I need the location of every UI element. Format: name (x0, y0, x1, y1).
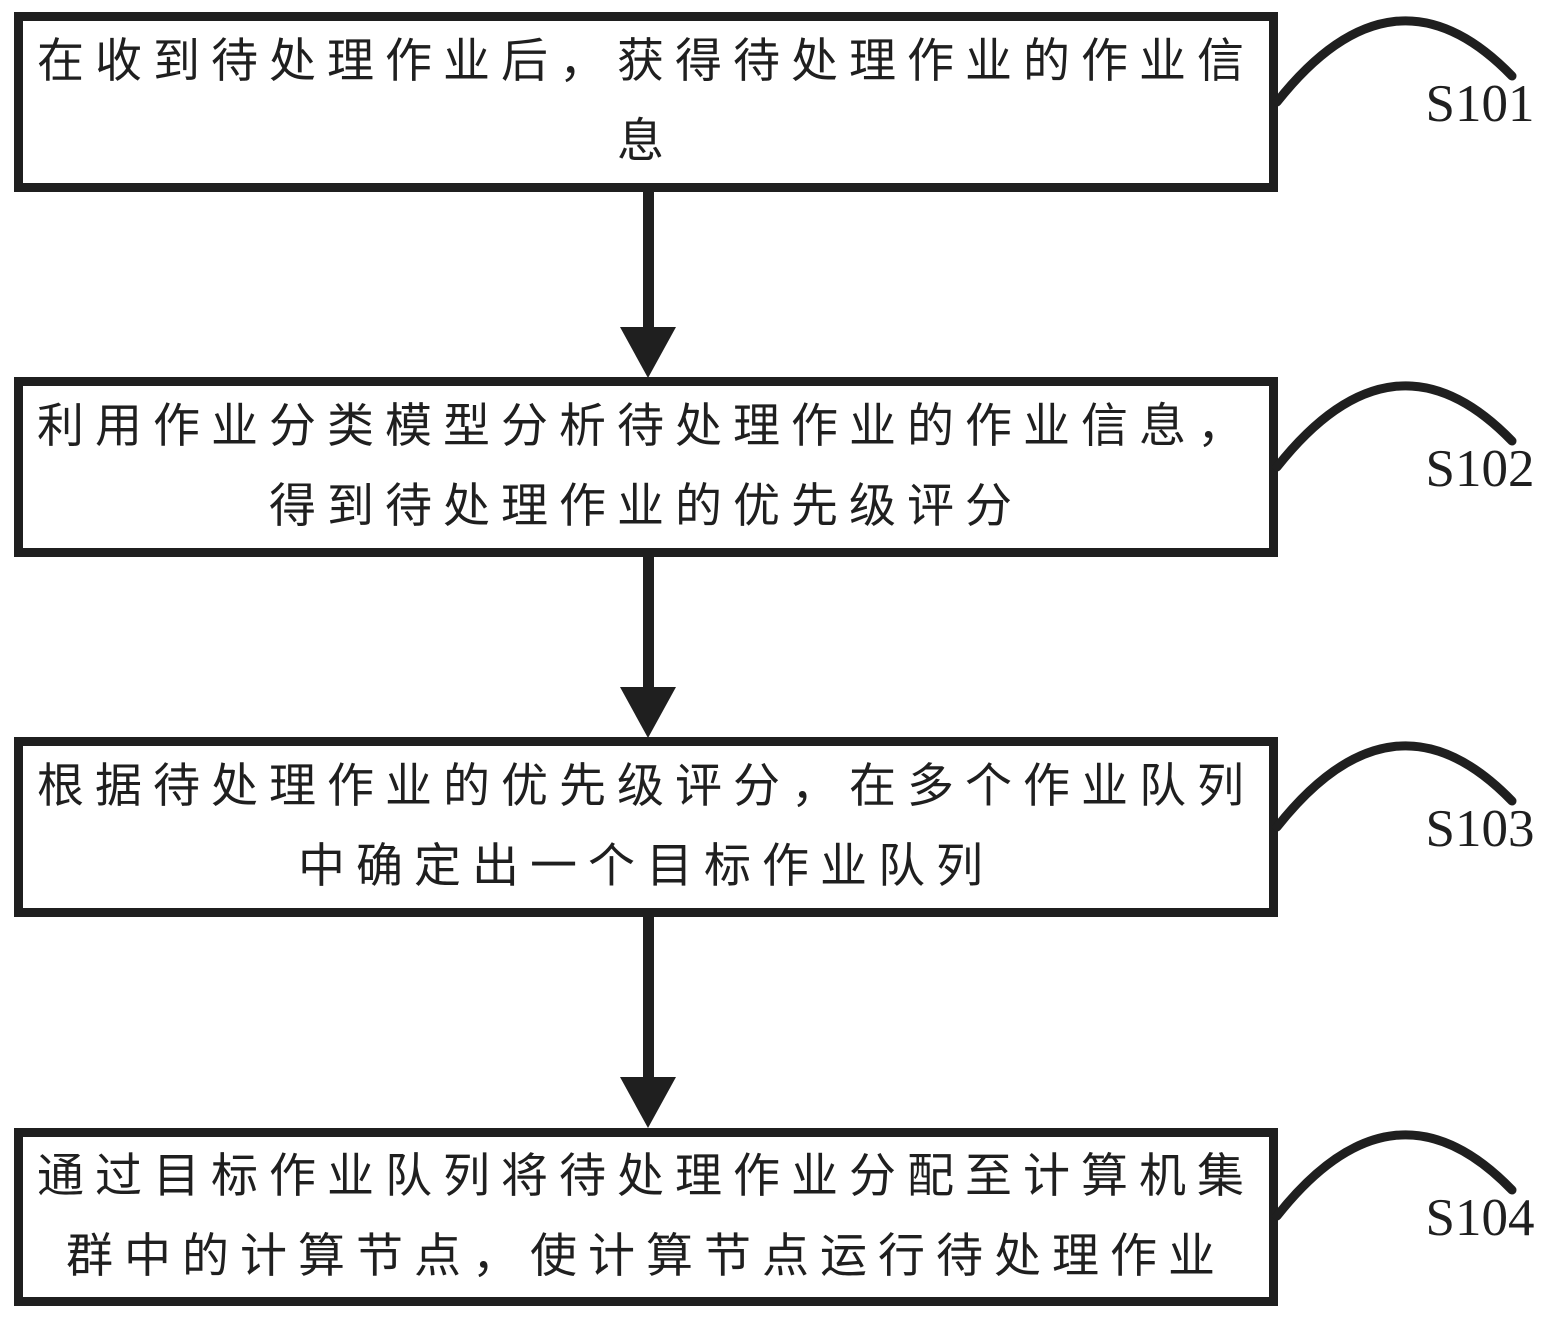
step-label-s101: S101 (1425, 75, 1535, 133)
flow-arrow-head-2 (620, 687, 676, 738)
step-box-s103: 根据待处理作业的优先级评分，在多个作业队列中确定出一个目标作业队列 (14, 737, 1278, 917)
flow-arrow-head-3 (620, 1077, 676, 1128)
step-label-s104: S104 (1425, 1189, 1535, 1247)
step-text-s101: 在收到待处理作业后，获得待处理作业的作业信息 (37, 36, 1255, 168)
step-text-s102: 利用作业分类模型分析待处理作业的作业信息，得到待处理作业的优先级评分 (37, 401, 1255, 533)
step-box-s101: 在收到待处理作业后，获得待处理作业的作业信息 (14, 12, 1278, 192)
step-connector-s102 (1272, 381, 1517, 472)
flow-arrow-head-1 (620, 327, 676, 378)
step-connector-s101 (1272, 16, 1517, 107)
flow-arrow-shaft-1 (643, 190, 654, 328)
flow-arrow-shaft-2 (643, 555, 654, 688)
flow-arrow-shaft-3 (643, 915, 654, 1077)
step-label-s102: S102 (1425, 440, 1535, 498)
step-text-s104: 通过目标作业队列将待处理作业分配至计算机集群中的计算节点，使计算节点运行待处理作… (37, 1151, 1255, 1283)
step-connector-s103 (1272, 741, 1517, 832)
step-connector-s104 (1272, 1130, 1517, 1221)
step-text-s103: 根据待处理作业的优先级评分，在多个作业队列中确定出一个目标作业队列 (37, 761, 1255, 893)
step-box-s104: 通过目标作业队列将待处理作业分配至计算机集群中的计算节点，使计算节点运行待处理作… (14, 1128, 1278, 1306)
step-label-s103: S103 (1425, 800, 1535, 858)
step-box-s102: 利用作业分类模型分析待处理作业的作业信息，得到待处理作业的优先级评分 (14, 377, 1278, 557)
